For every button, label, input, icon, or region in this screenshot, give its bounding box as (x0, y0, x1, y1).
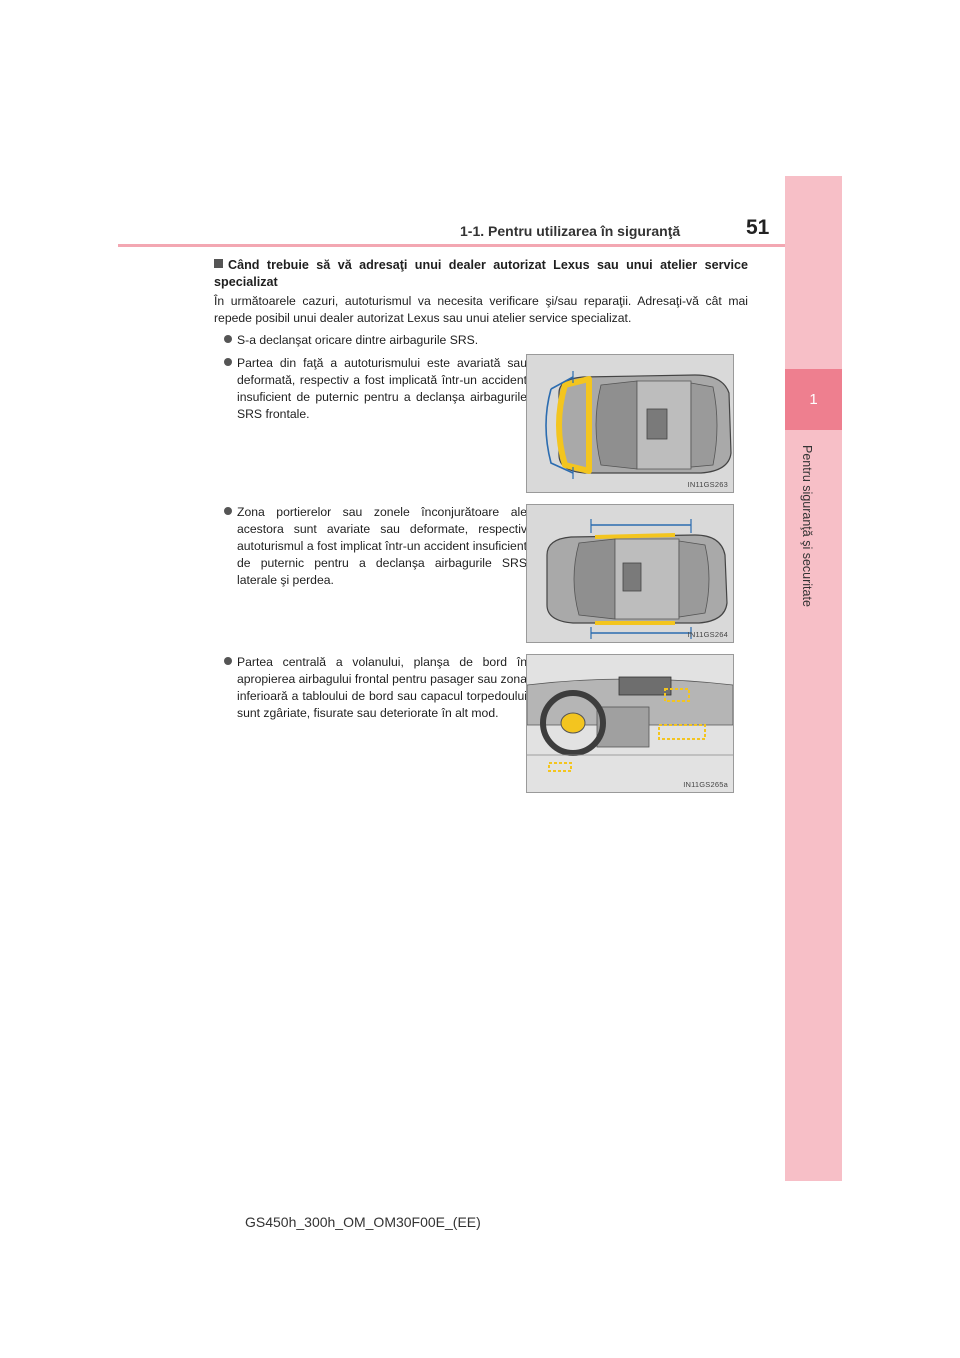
figure-side-damage: IN11GS264 (526, 504, 734, 643)
header-rule (118, 244, 785, 247)
chapter-tab[interactable]: 1 (785, 369, 842, 430)
bullet-item: Partea centrală a volanului, planşa de b… (224, 654, 527, 722)
round-bullet-icon (224, 657, 232, 665)
document-id: GS450h_300h_OM_OM30F00E_(EE) (245, 1214, 481, 1230)
figure-code: IN11GS265a (683, 780, 728, 789)
bullet-text: Partea centrală a volanului, planşa de b… (237, 655, 527, 720)
section-heading: Când trebuie să vă adresaţi unui dealer … (214, 257, 748, 291)
car-top-view-front-illustration (545, 371, 732, 479)
round-bullet-icon (224, 507, 232, 515)
bullet-item: S-a declanşat oricare dintre airbagurile… (224, 332, 757, 349)
car-top-view-side-illustration (546, 519, 728, 639)
intro-paragraph: În următoarele cazuri, autoturismul va n… (214, 294, 748, 325)
chapter-label: Pentru siguranţă şi securitate (800, 445, 814, 607)
bullet-text: Partea din faţă a autoturismului este av… (237, 356, 527, 421)
bullet-text: S-a declanşat oricare dintre airbagurile… (237, 333, 479, 347)
round-bullet-icon (224, 358, 232, 366)
figure-code: IN11GS264 (687, 630, 728, 639)
round-bullet-icon (224, 335, 232, 343)
bullet-item: Zona portierelor sau zonele înconjurătoa… (224, 504, 527, 589)
bullet-item: Partea din faţă a autoturismului este av… (224, 355, 527, 423)
figure-front-damage: IN11GS263 (526, 354, 734, 493)
section-heading-text: Când trebuie să vă adresaţi unui dealer … (214, 258, 748, 289)
square-bullet-icon (214, 259, 223, 268)
chapter-sidebar (785, 176, 842, 1181)
bullet-text: Zona portierelor sau zonele înconjurătoa… (237, 505, 527, 587)
page-number: 51 (746, 216, 770, 239)
figure-code: IN11GS263 (687, 480, 728, 489)
section-title: 1-1. Pentru utilizarea în siguranţă (460, 223, 681, 239)
dashboard-illustration (527, 655, 733, 792)
figure-dashboard: IN11GS265a (526, 654, 734, 793)
